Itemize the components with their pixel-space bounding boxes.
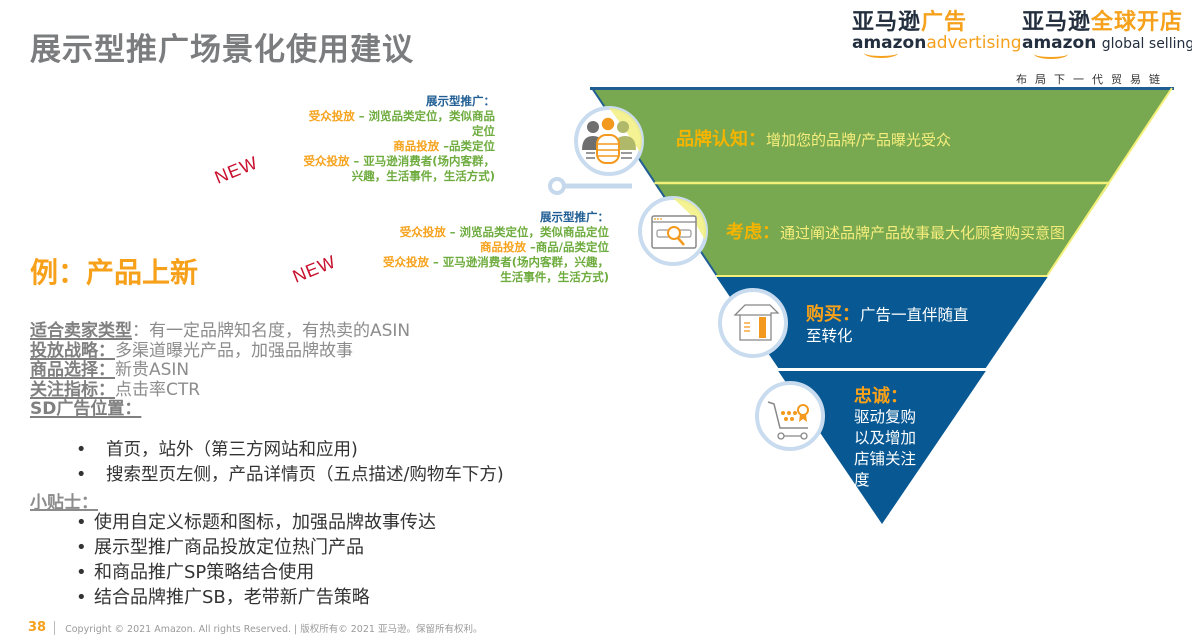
- bullet-icon: •: [76, 440, 87, 460]
- logo-cn-product: 广告: [921, 10, 968, 35]
- callout-text: – 浏览品类定位，类似商品: [354, 109, 495, 123]
- amazon-advertising-logo: 亚马逊广告 amazonadvertising: [852, 10, 1022, 58]
- amazon-global-selling-logo: 亚马逊全球开店 amazon global selling: [1022, 10, 1192, 59]
- callout-key: 受众投放: [399, 225, 446, 239]
- logo-en-product: advertising: [926, 33, 1022, 53]
- funnel-stage-consideration: [654, 184, 1110, 275]
- callout-key: 商品投放: [480, 240, 527, 254]
- callout-key: 受众投放: [308, 109, 355, 123]
- list-item: • 使用自定义标题和图标，加强品牌故事传达: [76, 510, 436, 535]
- callout-consideration: 展示型推广： 受众投放 – 浏览品类定位，类似商品定位 商品投放 –商品/品类定…: [383, 210, 609, 285]
- copyright-text: Copyright © 2021 Amazon. All rights Rese…: [65, 623, 483, 635]
- detail-row: SD广告位置：: [30, 399, 410, 420]
- callout-text: – 亚马逊消费者(场内客群，兴趣，: [428, 255, 609, 269]
- detail-row: 关注指标：点击率CTR: [30, 379, 410, 401]
- callout-text: 生活事件，生活方式): [500, 270, 609, 284]
- funnel-stage-label: 考虑：: [726, 222, 780, 243]
- funnel-stage-awareness: [592, 88, 1172, 182]
- funnel-stage-label: 品牌认知：: [676, 129, 766, 150]
- funnel-stage-loyalty: [778, 371, 986, 524]
- funnel-stage-purchase: [716, 277, 1048, 368]
- list-item-text: 结合品牌推广SB，老带新广告策略: [94, 587, 370, 608]
- callout-key: 受众投放: [303, 154, 350, 168]
- callout-text: – 亚马逊消费者(场内客群，: [349, 154, 495, 168]
- detail-row: 商品选择：新贵ASIN: [30, 360, 410, 381]
- funnel-stage-label: 购买：: [806, 304, 860, 325]
- logo-cn-brand: 亚马逊: [852, 10, 922, 35]
- bullet-icon: •: [76, 587, 87, 608]
- amazon-smile-icon: [864, 48, 898, 58]
- detail-value: 有一定品牌知名度，有热卖的ASIN: [149, 321, 411, 341]
- list-item-text: 搜索型页左侧，产品详情页（五点描述/购物车下方): [106, 465, 504, 485]
- bullet-icon: •: [76, 465, 87, 485]
- detail-row: 投放战略：多渠道曝光产品，加强品牌故事: [30, 340, 410, 362]
- logo-cn-brand: 亚马逊: [1022, 10, 1092, 35]
- list-item-text: 使用自定义标题和图标，加强品牌故事传达: [94, 512, 436, 533]
- cart-loyalty-icon: [755, 381, 825, 451]
- funnel-purchase-text: 购买：广告一直伴随直至转化: [806, 304, 978, 347]
- box-icon: [718, 288, 788, 358]
- logo-cn-product: 全球开店: [1091, 10, 1184, 35]
- logo-en-brand: amazon: [1022, 33, 1097, 53]
- callout-heading: 展示型推广：: [540, 210, 609, 224]
- callout-text: –商品/品类定位: [526, 240, 609, 254]
- detail-sep: ：: [132, 321, 149, 341]
- callout-text: 定位: [472, 124, 495, 138]
- bullet-icon: •: [76, 562, 87, 583]
- list-item: • 和商品推广SP策略结合使用: [76, 560, 436, 585]
- list-item: • 结合品牌推广SB，老带新广告策略: [76, 585, 436, 610]
- callout-text: –品类定位: [439, 139, 495, 153]
- bullet-icon: •: [76, 537, 87, 558]
- amazon-smile-icon: [1034, 49, 1068, 59]
- funnel-stage-label: 忠诚：: [854, 386, 908, 407]
- detail-value: 多渠道曝光产品，加强品牌故事: [115, 340, 353, 361]
- funnel-consideration-text: 考虑：通过阐述品牌产品故事最大化顾客购买意图: [726, 222, 1071, 244]
- details-list: 适合卖家类型：有一定品牌知名度，有热卖的ASIN 投放战略：多渠道曝光产品，加强…: [30, 321, 411, 420]
- callout-awareness: 展示型推广： 受众投放 – 浏览品类定位，类似商品 定位 商品投放 –品类定位 …: [303, 94, 495, 184]
- search-browser-icon: [638, 196, 708, 266]
- page-number: 38: [28, 620, 47, 635]
- detail-value: 新贵ASIN: [115, 360, 190, 380]
- funnel-stage-desc: 驱动复购以及增加店铺关注度: [854, 408, 917, 489]
- footer: 38 Copyright © 2021 Amazon. All rights R…: [28, 620, 482, 635]
- detail-key: 适合卖家类型: [30, 321, 132, 341]
- callout-key: 受众投放: [382, 255, 429, 269]
- funnel-awareness-text: 品牌认知：增加您的品牌/产品曝光受众: [676, 129, 951, 151]
- list-item-text: 和商品推广SP策略结合使用: [94, 562, 315, 583]
- logo-en-brand: amazon: [852, 33, 927, 53]
- callout-key: 商品投放: [393, 139, 440, 153]
- slogan: 布局下一代贸易链: [1016, 73, 1168, 86]
- list-item: • 首页，站外（第三方网站和应用): [76, 438, 504, 463]
- footer-divider: [54, 620, 56, 635]
- detail-value: 点击率CTR: [115, 379, 201, 400]
- detail-key: 投放战略：: [30, 340, 115, 361]
- page-title: 展示型推广场景化使用建议: [30, 32, 414, 68]
- tips-label: 小贴士：: [30, 493, 98, 513]
- callout-text: – 浏览品类定位，类似商品定位: [445, 225, 609, 239]
- list-item: • 展示型推广商品投放定位热门产品: [76, 535, 436, 560]
- logo-en-product: global selling: [1101, 36, 1192, 52]
- funnel-loyalty-text: 忠诚： 驱动复购以及增加店铺关注度: [854, 386, 918, 491]
- callout-heading: 展示型推广：: [426, 94, 495, 108]
- callout-text: 兴趣，生活事件，生活方式): [351, 169, 495, 183]
- detail-key: 商品选择：: [30, 360, 115, 380]
- bullet-icon: •: [76, 512, 87, 533]
- audience-icon: [574, 106, 644, 176]
- funnel-stage-desc: 增加您的品牌/产品曝光受众: [766, 131, 952, 149]
- detail-row: 适合卖家类型：有一定品牌知名度，有热卖的ASIN: [30, 321, 411, 342]
- funnel-stage-desc: 广告一直伴随直至转化: [806, 306, 969, 345]
- funnel-stage-desc: 通过阐述品牌产品故事最大化顾客购买意图: [780, 224, 1066, 242]
- placement-list: • 首页，站外（第三方网站和应用) • 搜索型页左侧，产品详情页（五点描述/购物车下…: [76, 438, 504, 488]
- tips-list: • 使用自定义标题和图标，加强品牌故事传达 • 展示型推广商品投放定位热门产品 • 和…: [76, 510, 436, 610]
- list-item-text: 首页，站外（第三方网站和应用): [106, 440, 358, 460]
- list-item: • 搜索型页左侧，产品详情页（五点描述/购物车下方): [76, 463, 504, 488]
- detail-key: SD广告位置：: [30, 399, 142, 419]
- example-heading: 例：产品上新: [30, 256, 199, 289]
- list-item-text: 展示型推广商品投放定位热门产品: [94, 537, 364, 558]
- detail-key: 关注指标：: [30, 379, 115, 400]
